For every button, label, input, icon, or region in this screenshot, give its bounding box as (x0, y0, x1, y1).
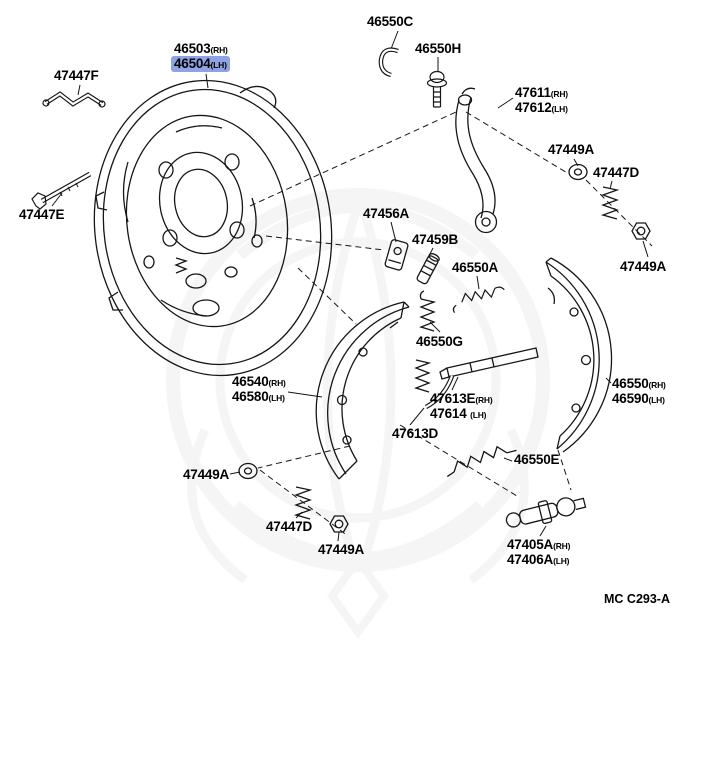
part-number: 47447D (593, 165, 640, 180)
part-number: 46550C (367, 14, 414, 29)
part-label-47447d-bottom[interactable]: 47447D (266, 519, 312, 534)
rear-brake-shoe-drawing (545, 257, 613, 453)
part-number: 47611 (515, 85, 551, 100)
part-label-47614[interactable]: 47614 (LH) (430, 406, 487, 423)
part-number: 47449A (620, 259, 667, 274)
part-label-47459b[interactable]: 47459B (412, 232, 458, 247)
part-label-46580[interactable]: 46580(LH) (232, 389, 285, 406)
parking-lever-drawing (455, 87, 498, 234)
adjuster-47405a-drawing (505, 497, 587, 528)
part-label-46540[interactable]: 46540(RH) (232, 374, 286, 391)
part-label-47447f[interactable]: 47447F (54, 68, 99, 83)
part-label-47449a-bottom[interactable]: 47449A (318, 542, 364, 557)
part-number: 46550G (416, 334, 463, 349)
watermark-crest (166, 188, 550, 639)
part-label-47613d[interactable]: 47613D (392, 426, 438, 441)
part-number: 47447F (54, 68, 99, 83)
part-label-47611[interactable]: 47611(RH) (515, 85, 568, 102)
part-number: 46550A (452, 260, 499, 275)
part-label-47612[interactable]: 47612(LH) (515, 100, 568, 117)
part-label-46550[interactable]: 46550(RH) (612, 376, 666, 393)
part-number: 46504 (174, 56, 211, 71)
part-number: 47449A (318, 542, 365, 557)
front-brake-shoe-drawing (315, 301, 410, 480)
part-number: 47456A (363, 206, 410, 221)
part-label-46550c[interactable]: 46550C (367, 14, 413, 29)
part-side-suffix: (RH) (648, 380, 666, 390)
part-number: 46550H (415, 41, 462, 56)
part-side-suffix: (RH) (550, 89, 568, 99)
lever-47613d-drawing (424, 375, 455, 409)
clip-46550c-drawing (378, 47, 399, 78)
part-label-46590[interactable]: 46590(LH) (612, 391, 665, 408)
part-label-47456a[interactable]: 47456A (363, 206, 409, 221)
leader-lines (51, 30, 649, 542)
spring-46550g-drawing (419, 290, 437, 332)
part-number: 46550 (612, 376, 649, 391)
part-label-46503[interactable]: 46503(RH) (174, 41, 228, 58)
backing-plate-drawing (93, 79, 333, 377)
part-label-46504[interactable]: 46504(LH) (171, 56, 230, 73)
part-number: 47405A (507, 537, 554, 552)
part-number: 46540 (232, 374, 269, 389)
spring-47447d-right-drawing (600, 186, 620, 220)
part-number: 47406A (507, 552, 554, 567)
bolt-47447e-drawing (31, 171, 92, 210)
part-number: 46503 (174, 41, 211, 56)
part-number: 47449A (548, 142, 595, 157)
strut-47613e-drawing (439, 347, 539, 380)
part-number: 47449A (183, 467, 230, 482)
spring-47447d-bottom-drawing (293, 486, 313, 520)
part-side-suffix: (LH) (553, 556, 570, 566)
washer-47449a-left-drawing (238, 462, 258, 480)
adjuster-spring-drawing (414, 359, 432, 393)
part-side-suffix: (LH) (648, 395, 665, 405)
part-label-47447d-right[interactable]: 47447D (593, 165, 639, 180)
part-side-suffix: (LH) (470, 410, 487, 420)
washer-47449a-top-drawing (568, 163, 588, 181)
part-number: 46590 (612, 391, 649, 406)
part-number: 47613D (392, 426, 439, 441)
plate-47456a-drawing (384, 239, 409, 271)
spring-46550e-drawing (446, 445, 517, 478)
part-number: 47459B (412, 232, 459, 247)
part-label-47406a[interactable]: 47406A(LH) (507, 552, 569, 569)
part-side-suffix: (RH) (268, 378, 286, 388)
part-label-47449a-left[interactable]: 47449A (183, 467, 229, 482)
part-number: 47447E (19, 207, 65, 222)
part-side-suffix: (LH) (210, 60, 227, 70)
part-number: 46580 (232, 389, 269, 404)
bolt-47459b-drawing (416, 253, 440, 285)
part-label-47405a[interactable]: 47405A(RH) (507, 537, 570, 554)
part-number: 47612 (515, 100, 552, 115)
wire-47447f-drawing (42, 91, 106, 108)
assembly-axis-lines (249, 111, 653, 537)
part-label-47447e[interactable]: 47447E (19, 207, 65, 222)
part-label-46550g[interactable]: 46550G (416, 334, 463, 349)
part-label-46550a[interactable]: 46550A (452, 260, 498, 275)
highlighted-part: 46504(LH) (171, 56, 230, 72)
part-number: 47613E (430, 391, 476, 406)
nut-47449a-right-drawing (631, 222, 651, 240)
part-number: 47614 (430, 406, 467, 421)
part-side-suffix: (LH) (268, 393, 285, 403)
bolt-46550h-drawing (426, 70, 448, 108)
part-label-47449a-top[interactable]: 47449A (548, 142, 594, 157)
part-side-suffix: (RH) (475, 395, 493, 405)
diagram-code: MC C293-A (604, 592, 670, 606)
part-side-suffix: (RH) (553, 541, 571, 551)
part-label-47449a-right[interactable]: 47449A (620, 259, 666, 274)
part-side-suffix: (RH) (210, 45, 228, 55)
spring-46550a-drawing (452, 286, 505, 313)
part-label-46550e[interactable]: 46550E (514, 452, 560, 467)
part-number: 46550E (514, 452, 560, 467)
part-number: 47447D (266, 519, 313, 534)
nut-47449a-bottom-drawing (329, 515, 349, 533)
part-label-47613e[interactable]: 47613E(RH) (430, 391, 493, 408)
part-side-suffix: (LH) (551, 104, 568, 114)
part-label-46550h[interactable]: 46550H (415, 41, 461, 56)
